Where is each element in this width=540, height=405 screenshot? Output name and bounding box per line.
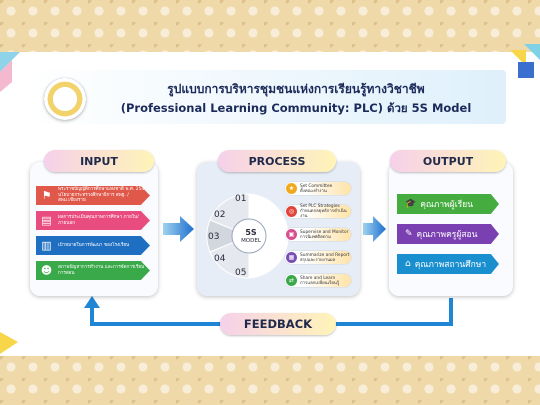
output-item-text: คุณภาพสถานศึกษา — [414, 260, 487, 270]
input-item-text: ผลการประเมินคุณภาพการศึกษา ภายใน/ภายนอก — [58, 214, 139, 226]
document-icon: ▤ — [41, 214, 52, 227]
model-label-5s: 5S — [245, 228, 257, 237]
output-item-text: คุณภาพผู้เรียน — [420, 200, 474, 210]
step-title: Share and Learn — [300, 275, 336, 281]
step-title: Summarize and Report — [300, 252, 350, 258]
output-item-teachers: ✎ คุณภาพครูผู้สอน — [397, 224, 499, 244]
title-line-2: (Professional Learning Community: PLC) ด… — [120, 101, 472, 115]
5s-model-circle — [206, 193, 289, 279]
input-item-policy: ⚑ พระราชบัญญัติการศึกษาแห่งชาติ พ.ศ. 254… — [36, 186, 150, 205]
arrow-process-to-output — [363, 216, 386, 242]
school-icon: ⌂ — [405, 259, 411, 269]
corner-shape-bottom-left — [0, 332, 18, 354]
feedback-label: FEEDBACK — [220, 313, 336, 335]
step-subtitle: กำหนดกลยุทธ์การดำเนินงาน — [300, 209, 347, 219]
school-logo — [44, 78, 86, 120]
input-header: INPUT — [44, 150, 154, 172]
step-subtitle: สรุปและรายงานผล — [300, 257, 336, 263]
target-icon: ◎ — [286, 206, 297, 217]
input-item-goals: ▥ เป้าหมายในการพัฒนา ของโรงเรียน — [36, 236, 150, 255]
input-item-text: พระราชบัญญัติการศึกษาแห่งชาติ พ.ศ. 2542 … — [58, 187, 148, 204]
trophy-icon: ★ — [286, 183, 297, 194]
input-item-text: เป้าหมายในการพัฒนา ของโรงเรียน — [58, 242, 130, 248]
student-icon: 🎓 — [405, 199, 417, 209]
step-title: Supervise and Monitor — [300, 229, 349, 235]
teacher-icon: ✎ — [405, 229, 413, 239]
step-title: Set Committee — [300, 183, 333, 189]
step-number: 04 — [214, 254, 226, 264]
top-pattern-band — [0, 0, 540, 52]
step-number: 01 — [235, 194, 247, 204]
title-bar — [28, 70, 506, 124]
step-subtitle: การนิเทศติดตาม — [300, 234, 331, 240]
step-number: 03 — [208, 232, 220, 242]
step-subtitle: ตั้งคณะทำงาน — [300, 188, 327, 194]
corner-shape-top-right — [510, 44, 540, 78]
model-label-model: MODEL — [241, 238, 261, 244]
flag-icon: ⚑ — [41, 189, 52, 202]
output-header: OUTPUT — [390, 150, 506, 172]
bottom-pattern-band — [0, 356, 540, 405]
output-item-school: ⌂ คุณภาพสถานศึกษา — [397, 254, 499, 274]
title-line-1: รูปแบบการบริหารชุมชนแห่งการเรียนรู้ทางวิ… — [167, 82, 425, 96]
people-icon: ☻ — [40, 264, 53, 277]
step-title: Set PLC Strategies — [300, 204, 340, 209]
corner-ribbon-top-left — [0, 52, 20, 92]
chart-icon: ▥ — [41, 239, 52, 252]
feedback-arrow-head — [84, 296, 100, 308]
input-item-assessment: ▤ ผลการประเมินคุณภาพการศึกษา ภายใน/ภายนอ… — [36, 211, 150, 230]
output-item-text: คุณภาพครูผู้สอน — [416, 230, 478, 240]
share-icon: ⇄ — [286, 275, 297, 286]
input-item-text: สภาพปัญหาการทำงาน และการจัดการเรียนการสอ… — [58, 264, 145, 276]
output-item-students: 🎓 คุณภาพผู้เรียน — [397, 194, 499, 214]
clipboard-icon: ▦ — [286, 252, 297, 263]
monitor-icon: ▣ — [286, 229, 297, 240]
step-number: 05 — [235, 268, 247, 278]
process-header: PROCESS — [218, 150, 336, 172]
arrow-input-to-process — [163, 216, 194, 242]
step-number: 02 — [214, 210, 226, 220]
step-subtitle: การแลกเปลี่ยนเรียนรู้ — [300, 280, 340, 286]
input-item-problems: ☻ สภาพปัญหาการทำงาน และการจัดการเรียนการ… — [36, 261, 150, 280]
